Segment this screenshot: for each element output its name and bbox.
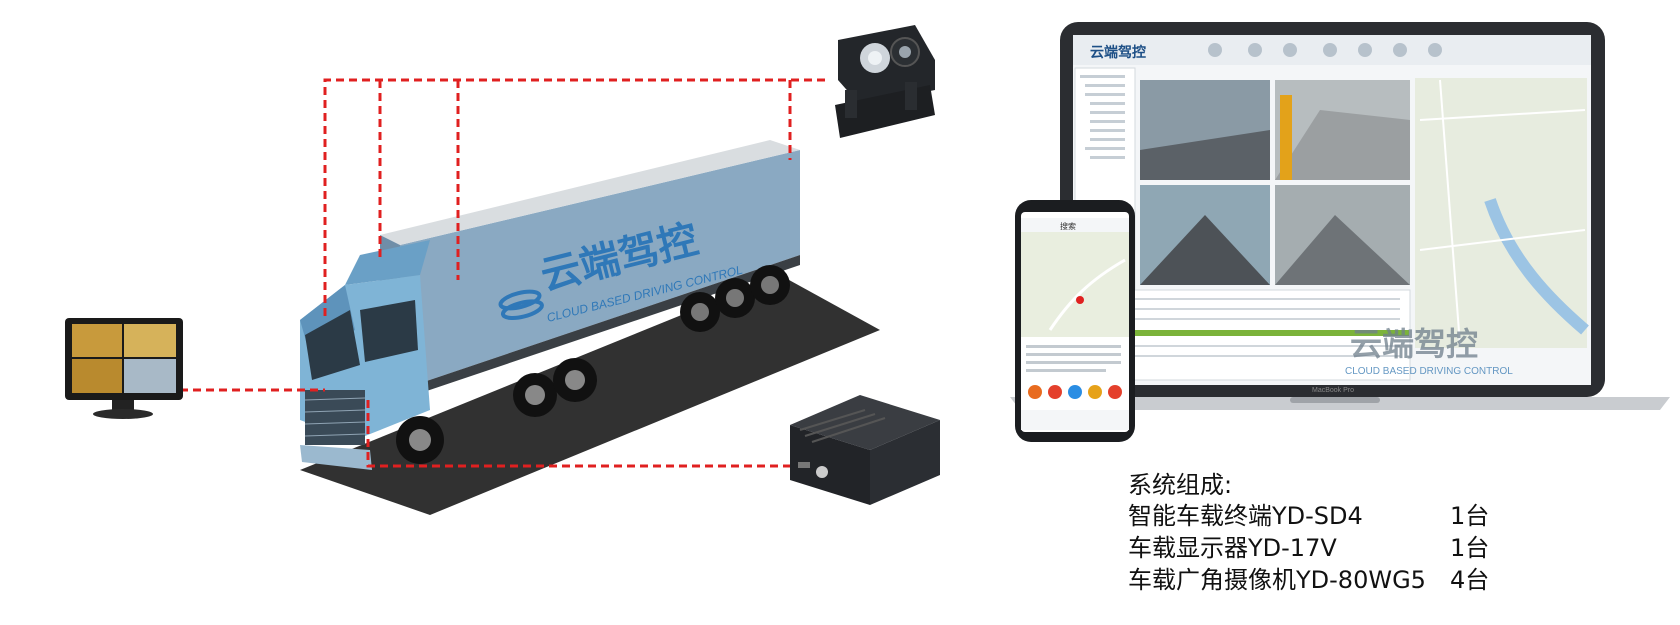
composition-item: 智能车载终端YD-SD4 1台 [1128, 500, 1548, 532]
trailer [380, 140, 800, 400]
laptop-watermark-en: CLOUD BASED DRIVING CONTROL [1345, 366, 1513, 377]
composition-item-name: 车载广角摄像机YD-80WG5 [1128, 566, 1426, 594]
composition-item-qty: 1台 [1450, 534, 1490, 562]
composition-heading: 系统组成: [1128, 471, 1233, 499]
laptop-toolbar-icons [1208, 43, 1442, 57]
truck-cab [300, 240, 597, 470]
composition-item-qty: 4台 [1450, 566, 1490, 594]
composition-item: 车载广角摄像机YD-80WG5 4台 [1128, 564, 1548, 596]
phone-map [1021, 232, 1129, 337]
macbook-label: MacBook Pro [1312, 387, 1354, 394]
system-composition: 系统组成: 智能车载终端YD-SD4 1台 车载显示器YD-17V 1台 车载广… [1128, 470, 1548, 596]
vehicle-monitor [65, 318, 183, 419]
trailer-logo [498, 289, 544, 321]
laptop-watermark-cn: 云端驾控 [1350, 326, 1478, 362]
connection-lines [180, 78, 825, 468]
composition-item-name: 车载显示器YD-17V [1128, 534, 1337, 562]
laptop-base [1010, 397, 1670, 410]
phone-info-panel [1026, 345, 1121, 372]
laptop-app-logo: 云端驾控 [1090, 44, 1146, 60]
phone-search-text: 搜索 [1060, 221, 1076, 231]
composition-item-name: 智能车载终端YD-SD4 [1128, 502, 1363, 530]
vehicle-system-diagram: 云端驾控 CLOUD BASED DRIVING CONTROL [65, 25, 940, 515]
laptop-video-grid [1140, 80, 1410, 285]
phone-action-icons [1028, 385, 1122, 399]
composition-item: 车载显示器YD-17V 1台 [1128, 532, 1548, 564]
composition-item-qty: 1台 [1450, 502, 1490, 530]
mdvr-terminal [790, 395, 940, 505]
wide-angle-camera [835, 25, 935, 138]
client-devices: 云端驾控 云端驾控 CLOUD BASED DRIV [1010, 22, 1670, 442]
